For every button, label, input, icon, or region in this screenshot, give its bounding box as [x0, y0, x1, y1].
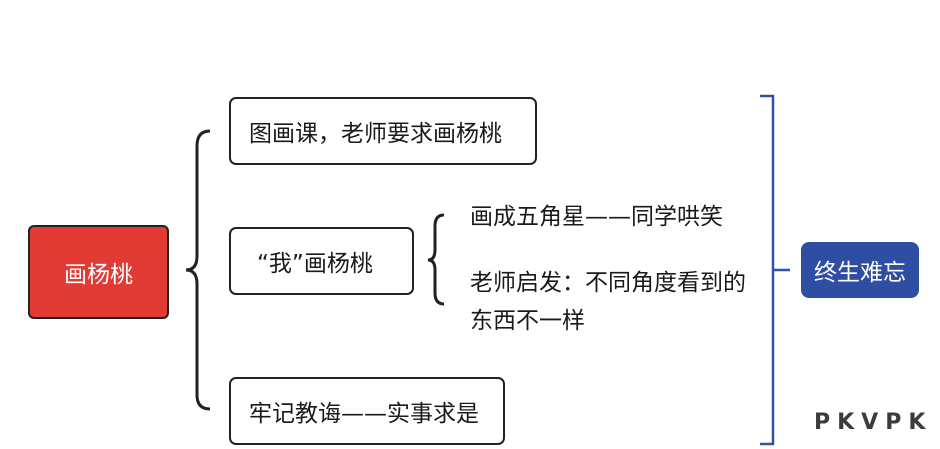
sub-point-1: 画成五角星——同学哄笑 — [470, 204, 723, 230]
sub-point-2: 老师启发：不同角度看到的东西不一样 — [470, 270, 746, 334]
watermark: PKVPK — [814, 410, 933, 435]
branch-node-2: “我”画杨桃 — [229, 227, 414, 295]
summary-label: 终生难忘 — [814, 260, 906, 286]
branch-label: “我”画杨桃 — [257, 251, 373, 277]
sub-brace — [427, 213, 445, 306]
main-brace — [185, 129, 211, 411]
branch-label: 图画课，老师要求画杨桃 — [249, 121, 502, 147]
branch-node-3: 牢记教诲——实事求是 — [229, 377, 505, 445]
branch-node-1: 图画课，老师要求画杨桃 — [229, 97, 537, 165]
root-node: 画杨桃 — [28, 225, 169, 319]
summary-bracket — [760, 94, 775, 446]
branch-label: 牢记教诲——实事求是 — [249, 401, 479, 427]
summary-node: 终生难忘 — [801, 242, 919, 298]
root-label: 画杨桃 — [64, 262, 133, 288]
